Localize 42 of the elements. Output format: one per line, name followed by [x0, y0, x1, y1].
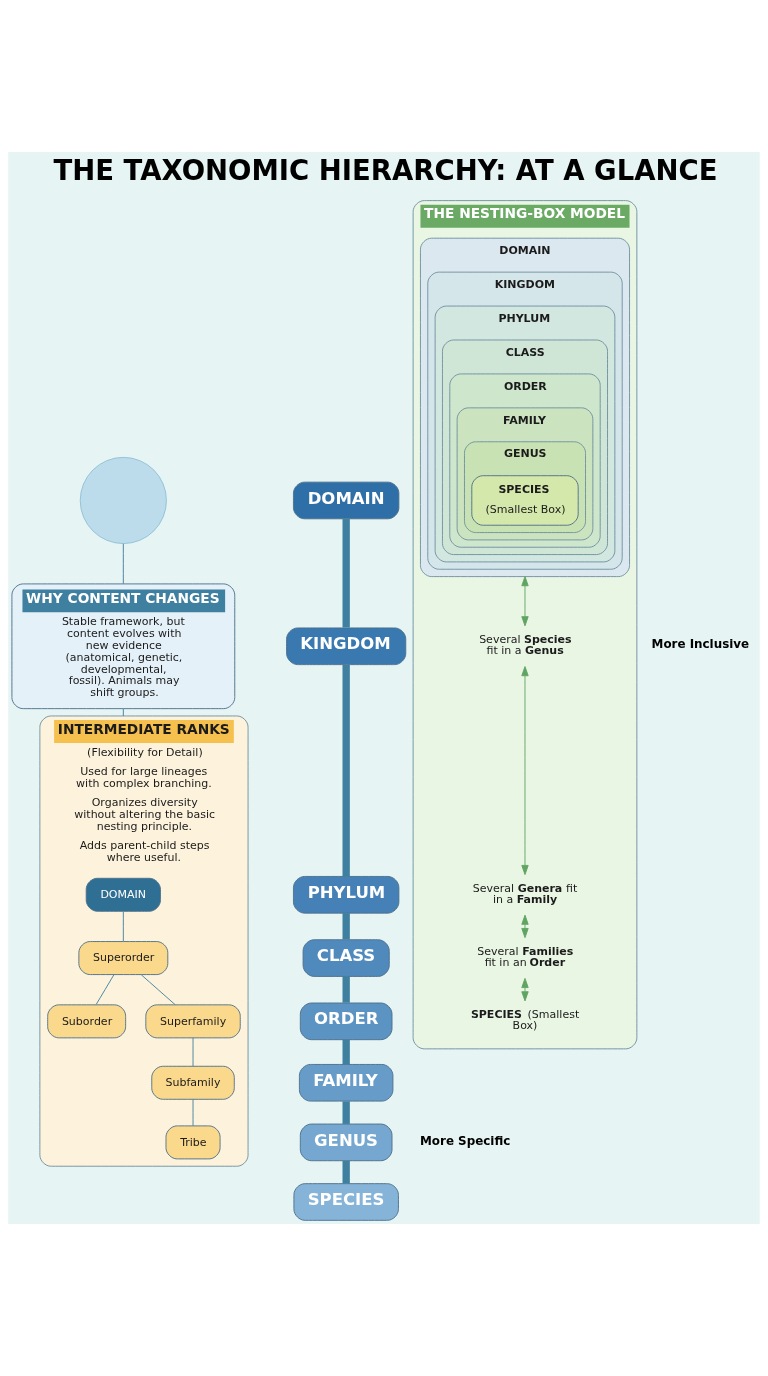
node-text: Several Genera fit in a Family: [472, 881, 578, 906]
node-text: Several Families fit in an Order: [477, 944, 574, 969]
node-box: Subfamily: [151, 1065, 235, 1100]
connector: [95, 974, 115, 1005]
arrow: [521, 977, 529, 1002]
node-box: WHY CONTENT CHANGES Stable framework, but content evolves with new evidence (anatomical, genetic, developmental, fossil). Animals may shift groups.: [11, 583, 236, 710]
node-box: SPECIES: [293, 1183, 399, 1221]
label: More Specific: [419, 1133, 511, 1148]
label: More Inclusive: [651, 637, 750, 652]
connector: [342, 519, 350, 628]
node-box: FAMILY: [298, 1064, 394, 1102]
node-box: CLASS: [302, 939, 390, 977]
connector: [192, 1099, 194, 1127]
connector: [342, 664, 350, 877]
node-box: DOMAIN: [293, 481, 400, 520]
connector: [342, 1039, 350, 1065]
connector: [122, 911, 124, 942]
node-box: Superfamily: [145, 1004, 241, 1039]
connector: [122, 708, 124, 717]
connector: [192, 1037, 194, 1067]
node-text: Several Species fit in a Genus: [479, 633, 572, 658]
node-text: SPECIES (Smallest Box): [470, 1008, 580, 1033]
arrow: [521, 576, 529, 627]
node-box: GENUS: [299, 1123, 393, 1162]
connector: [122, 543, 124, 585]
connector: [342, 913, 350, 940]
node-box: ORDER: [299, 1002, 393, 1041]
connector: [342, 1160, 350, 1184]
connector: [342, 1101, 350, 1124]
connector: [140, 974, 176, 1006]
node-box: PHYLUM: [293, 876, 400, 914]
node-box: SPECIES (Smallest Box): [471, 475, 579, 526]
connector: [342, 976, 350, 1003]
diagram-title: THE TAXONOMIC HIERARCHY: AT A GLANCE: [53, 154, 718, 187]
node-box: Suborder: [47, 1004, 127, 1039]
node-box: Tribe: [165, 1125, 221, 1160]
node-circle: [79, 456, 167, 545]
node-box: DOMAIN: [85, 877, 161, 912]
node-box: KINGDOM: [286, 627, 407, 666]
arrow: [521, 666, 529, 876]
arrow: [521, 914, 529, 939]
node-box: Superorder: [78, 941, 169, 976]
